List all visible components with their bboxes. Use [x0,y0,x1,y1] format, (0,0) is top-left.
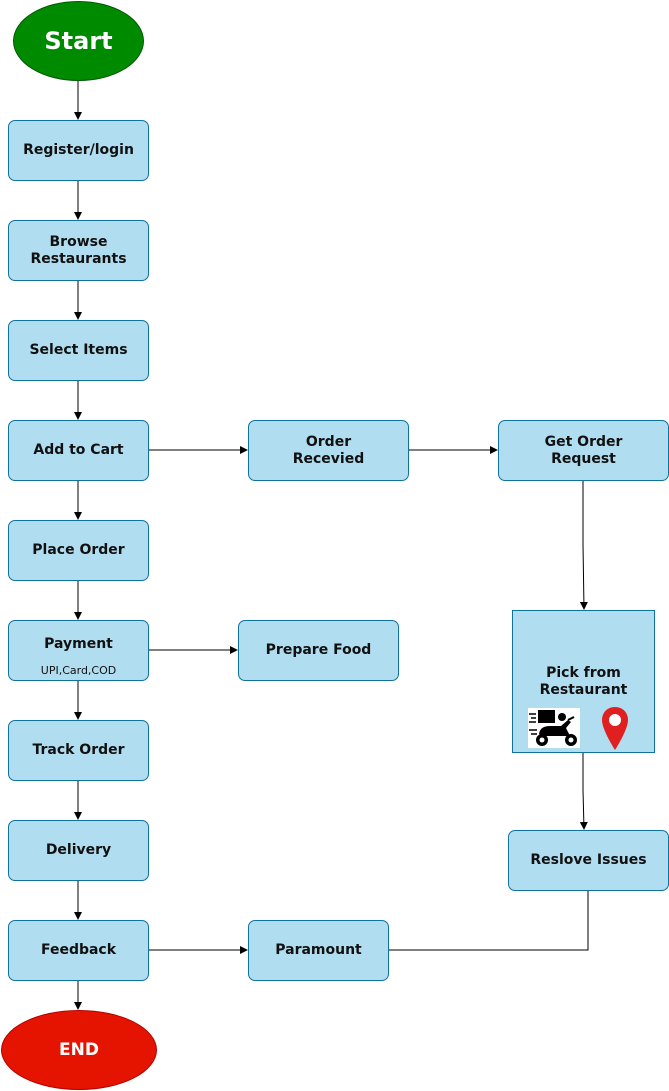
paramount-label: Paramount [275,942,362,958]
track-order-label: Track Order [32,742,125,758]
add-to-cart-label: Add to Cart [33,442,124,458]
end-label: END [59,1039,99,1060]
add-to-cart-step: Add to Cart [8,420,149,481]
start-node: Start [13,1,144,81]
payment-step: Payment UPI,Card,COD [8,620,149,681]
delivery-scooter-icon [528,708,580,748]
payment-label: Payment [44,636,113,652]
browse-restaurants-label: Browse Restaurants [30,233,127,267]
start-label: Start [44,26,113,55]
get-order-request-label: Get Order Request [544,433,623,467]
track-order-step: Track Order [8,720,149,781]
feedback-label: Feedback [40,942,117,958]
payment-methods-label: UPI,Card,COD [40,664,117,677]
register-login-step: Register/login [8,120,149,181]
prepare-food-step: Prepare Food [238,620,399,681]
location-pin-icon [602,707,628,750]
place-order-step: Place Order [8,520,149,581]
delivery-label: Delivery [45,842,112,858]
get-order-request-step: Get Order Request [498,420,669,481]
select-items-step: Select Items [8,320,149,381]
order-received-label: Order Recevied [292,433,365,467]
pick-from-restaurant-step: Pick from Restaurant [512,610,655,753]
register-login-label: Register/login [23,142,134,158]
delivery-step: Delivery [8,820,149,881]
place-order-label: Place Order [32,542,125,558]
select-items-label: Select Items [29,342,128,358]
prepare-food-label: Prepare Food [265,642,372,658]
feedback-step: Feedback [8,920,149,981]
resolve-issues-label: Reslove Issues [530,852,647,868]
pick-from-restaurant-label: Pick from Restaurant [539,665,628,698]
browse-restaurants-step: Browse Restaurants [8,220,149,281]
resolve-issues-step: Reslove Issues [508,830,669,891]
line-paramount-resolve [389,891,589,951]
arrow-pick-resolve [579,753,588,830]
paramount-step: Paramount [248,920,389,981]
end-node: END [1,1010,157,1090]
order-received-step: Order Recevied [248,420,409,481]
arrow-getorder-pick [579,481,588,610]
